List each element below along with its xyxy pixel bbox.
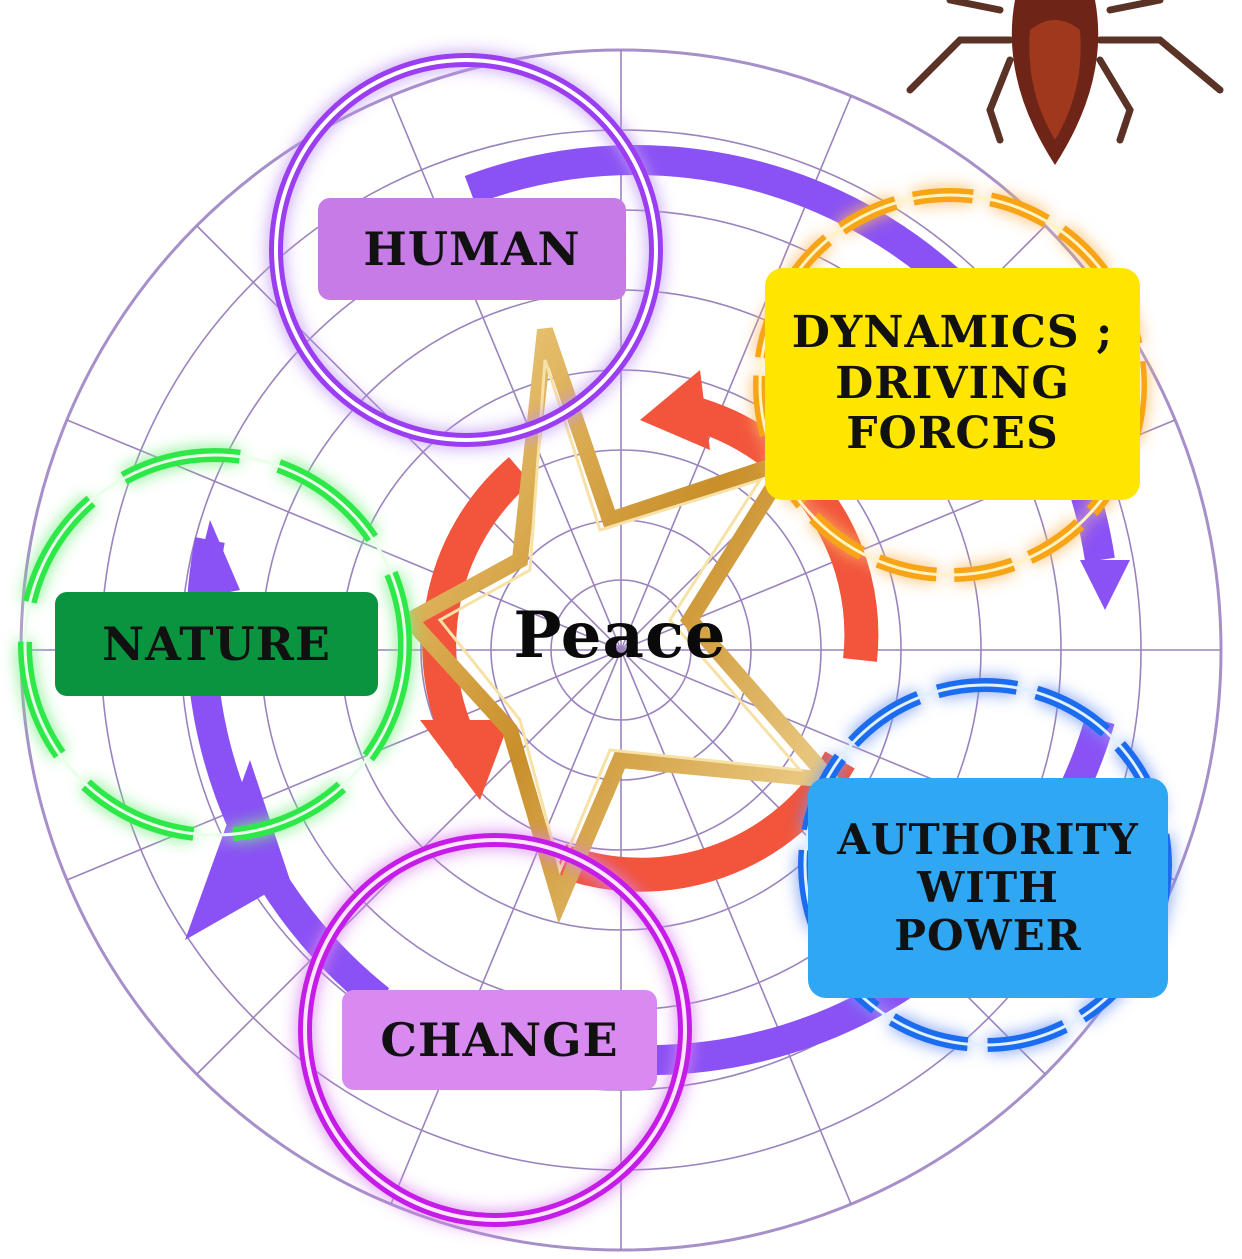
gold-star [397,327,850,924]
authority-line-2: WITH [917,862,1059,912]
nature-label-text: NATURE [102,617,331,671]
dynamics-line-3: FORCES [846,408,1059,460]
change-label-text: CHANGE [380,1013,619,1067]
authority-line-1: AUTHORITY [837,814,1139,864]
human-label: HUMAN [318,198,626,300]
center-peace-label: Peace [470,590,770,680]
spider-illustration [906,0,1224,165]
inner-cycle-arrowheads [420,370,710,800]
dynamics-ring [753,188,1147,582]
dynamics-label: DYNAMICS ; DRIVING FORCES [765,268,1140,500]
nature-label: NATURE [55,592,378,696]
human-label-text: HUMAN [363,222,581,276]
change-label: CHANGE [342,990,657,1090]
change-ring [298,833,692,1227]
outer-cycle-arrowheads [185,520,1130,940]
peace-text: Peace [513,597,727,673]
human-ring [269,53,663,447]
dynamics-line-2: DRIVING [835,357,1070,409]
authority-line-3: POWER [894,911,1082,961]
dynamics-line-1: DYNAMICS ; [791,307,1114,359]
authority-label: AUTHORITY WITH POWER [808,778,1168,998]
nature-ring [18,448,412,842]
